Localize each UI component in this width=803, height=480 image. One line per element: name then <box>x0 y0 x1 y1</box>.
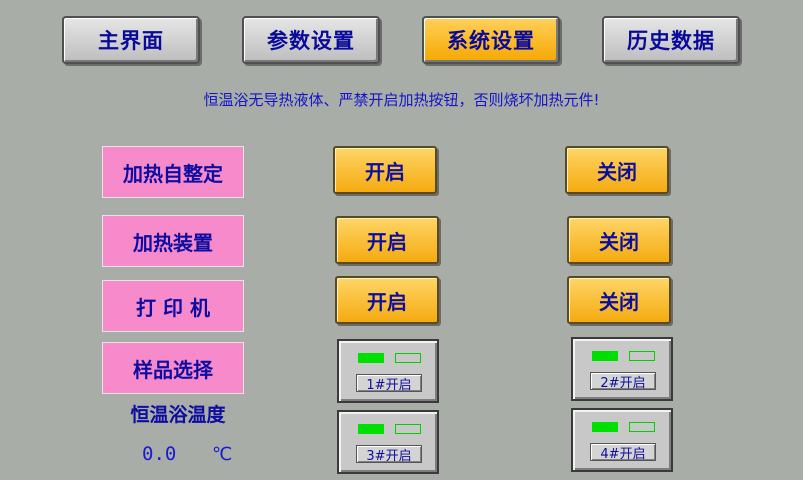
sample-3-button[interactable]: 3#开启 <box>356 445 422 464</box>
sample-4-indicator-on <box>592 422 618 432</box>
sample-1-indicator-off <box>395 353 421 363</box>
bath-temperature-label: 恒温浴温度 <box>130 404 226 426</box>
heater-label: 加热装置 <box>102 215 244 267</box>
bath-temperature-value: 0.0 <box>142 443 177 465</box>
auto-tune-off-button[interactable]: 关闭 <box>565 146 669 194</box>
printer-off-button[interactable]: 关闭 <box>567 276 671 324</box>
nav-params-button[interactable]: 参数设置 <box>242 16 380 64</box>
printer-label: 打 印 机 <box>102 280 244 332</box>
sample-4-button[interactable]: 4#开启 <box>590 443 656 462</box>
warning-text: 恒温浴无导热液体、严禁开启加热按钮，否则烧坏加热元件! <box>203 91 600 109</box>
sample-3-indicator-off <box>395 424 421 434</box>
sample-4-indicator-off <box>629 422 655 432</box>
sample-1-button[interactable]: 1#开启 <box>356 374 422 393</box>
nav-system-button[interactable]: 系统设置 <box>422 16 560 64</box>
sample-2-indicator-on <box>592 351 618 361</box>
sample-2-panel: 2#开启 <box>571 337 673 401</box>
sample-4-panel: 4#开启 <box>571 408 673 472</box>
sample-1-panel: 1#开启 <box>337 339 439 403</box>
sample-1-indicator-on <box>358 353 384 363</box>
auto-tune-on-button[interactable]: 开启 <box>333 146 437 194</box>
heater-off-button[interactable]: 关闭 <box>567 216 671 264</box>
sample-2-indicator-off <box>629 351 655 361</box>
auto-tune-label: 加热自整定 <box>102 146 244 198</box>
sample-2-button[interactable]: 2#开启 <box>590 372 656 391</box>
heater-on-button[interactable]: 开启 <box>335 216 439 264</box>
sample-3-indicator-on <box>358 424 384 434</box>
bath-temperature-unit: ℃ <box>212 444 233 465</box>
printer-on-button[interactable]: 开启 <box>335 276 439 324</box>
nav-main-button[interactable]: 主界面 <box>62 16 200 64</box>
sample-select-label: 样品选择 <box>102 342 244 394</box>
sample-3-panel: 3#开启 <box>337 410 439 474</box>
nav-history-button[interactable]: 历史数据 <box>602 16 740 64</box>
